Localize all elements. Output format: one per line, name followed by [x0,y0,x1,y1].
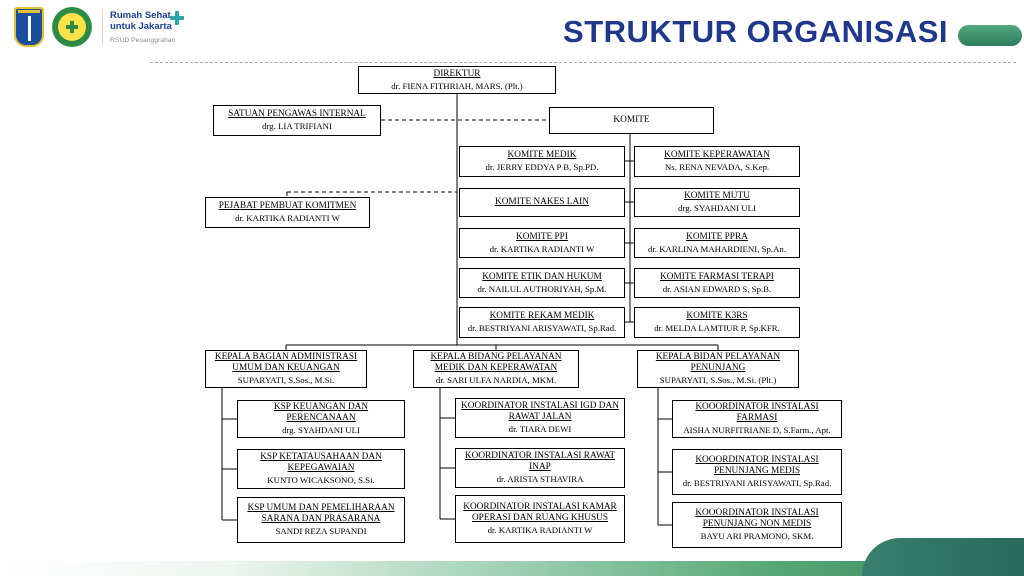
dinkes-logo-icon [52,7,92,47]
box-komite-mutu: KOMITE MUTU drg. SYAHDANI ULI [634,188,800,217]
box-name: dr. BESTRIYANI ARISYAWATI, Sp.Rad. [467,323,617,334]
box-title: KOOORDINATOR INSTALASI PENUNJANG NON MED… [695,508,819,530]
box-title: KOMITE PPI [516,231,568,242]
brand-divider [102,9,103,45]
box-komite-etik-hukum: KOMITE ETIK DAN HUKUM dr. NAILUL AUTHORI… [459,268,625,298]
box-title: KOMITE MEDIK [507,150,577,161]
box-name: dr. FIENA FITHRIAH, MARS. (Plt.) [391,80,523,91]
box-komite-rekam-medik: KOMITE REKAM MEDIK dr. BESTRIYANI ARISYA… [459,307,625,338]
box-name: Ns. RENA NEVADA, S.Kep. [664,162,770,173]
box-name: dr. KARTIKA RADIANTI W [489,243,595,254]
box-komite-nakes-lain: KOMITE NAKES LAIN [459,188,625,217]
box-koordinator-penunjang-medis: KOOORDINATOR INSTALASI PENUNJANG MEDIS d… [672,449,842,495]
box-title: KSP KETATAUSAHAAN DAN KEPEGAWAIAN [260,452,382,474]
box-komite-medik: KOMITE MEDIK dr. JERRY EDDYA P B, Sp.PD. [459,146,625,177]
box-koordinator-kamar-operasi: KOORDINATOR INSTALASI KAMAR OPERASI DAN … [455,495,625,543]
box-name: SANDI REZA SUPANDI [275,526,367,537]
box-title: SATUAN PENGAWAS INTERNAL [228,109,366,120]
footer-gradient-bar [0,561,1024,576]
box-title: KOOORDINATOR INSTALASI PENUNJANG MEDIS [695,455,819,477]
box-title: KOORDINATOR INSTALASI IGD DAN RAWAT JALA… [461,401,619,423]
box-satuan-pengawas-internal: SATUAN PENGAWAS INTERNAL drg. LIA TRIFIA… [213,105,381,136]
box-koordinator-penunjang-non-medis: KOOORDINATOR INSTALASI PENUNJANG NON MED… [672,502,842,548]
box-title: KOMITE ETIK DAN HUKUM [482,271,602,282]
brand-line2: untuk Jakarta [110,21,172,33]
medical-cross-icon [170,11,184,25]
page-title: STRUKTUR ORGANISASI [563,14,948,49]
box-title: KSP UMUM DAN PEMELIHARAAN SARANA DAN PRA… [247,503,395,525]
box-koordinator-farmasi: KOOORDINATOR INSTALASI FARMASI AISHA NUR… [672,400,842,438]
box-title: KEPALA BIDAN PELAYANAN PENUNJANG [655,352,781,374]
box-name: dr. TIARA DEWI [508,424,572,435]
box-title: KOMITE KEPERAWATAN [664,150,770,161]
box-direktur: DIREKTUR dr. FIENA FITHRIAH, MARS. (Plt.… [358,66,556,94]
box-kepala-pelayanan-medik: KEPALA BIDANG PELAYANAN MEDIK DAN KEPERA… [413,350,579,388]
box-name: KUNTO WICAKSONO, S.Si. [267,475,375,486]
box-name: dr. ARISTA STHAVIRA [496,474,584,485]
brand-line1: Rumah Sehat [110,10,171,21]
box-title: KOORDINATOR INSTALASI RAWAT INAP [464,451,616,473]
box-title: KOOORDINATOR INSTALASI FARMASI [695,402,819,424]
box-title: KEPALA BIDANG PELAYANAN MEDIK DAN KEPERA… [430,352,562,374]
box-title: KOMITE NAKES LAIN [495,197,589,208]
box-koordinator-rawat-inap: KOORDINATOR INSTALASI RAWAT INAP dr. ARI… [455,448,625,488]
box-ksp-keuangan: KSP KEUANGAN DAN PERENCANAAN drg. SYAHDA… [237,400,405,438]
box-name: dr. KARTIKA RADIANTI W [487,525,593,536]
box-name: drg. SYAHDANI ULI [282,425,360,436]
box-ksp-umum: KSP UMUM DAN PEMELIHARAAN SARANA DAN PRA… [237,497,405,543]
box-name: dr. NAILUL AUTHORIYAH, Sp.M. [477,283,607,294]
box-title: KOORDINATOR INSTALASI KAMAR OPERASI DAN … [463,502,617,524]
box-name: BAYU ARI PRAMONO, SKM. [700,531,814,542]
box-komite-ppi: KOMITE PPI dr. KARTIKA RADIANTI W [459,228,625,258]
box-kepala-pelayanan-penunjang: KEPALA BIDAN PELAYANAN PENUNJANG SUPARYA… [637,350,799,388]
box-title: PEJABAT PEMBUAT KOMITMEN [218,201,357,212]
box-komite: KOMITE [549,107,714,134]
box-title: KOMITE FARMASI TERAPI [660,271,774,282]
box-name: SUPARYATI, S.Sos., M.Si. [237,375,335,386]
box-name: dr. ASIAN EDWARD S, Sp.B. [662,283,772,294]
header-divider [150,62,1016,63]
box-kepala-administrasi: KEPALA BAGIAN ADMINISTRASI UMUM DAN KEUA… [205,350,367,388]
box-komite-k3rs: KOMITE K3RS dr. MELDA LAMTIUR P, Sp.KFR. [634,307,800,338]
box-title: KOMITE [613,115,650,126]
box-name: drg. SYAHDANI ULI [678,203,756,214]
box-name: drg. LIA TRIFIANI [262,121,332,132]
box-pejabat-pembuat-komitmen: PEJABAT PEMBUAT KOMITMEN dr. KARTIKA RAD… [205,197,370,228]
box-ksp-ketatausahaan: KSP KETATAUSAHAAN DAN KEPEGAWAIAN KUNTO … [237,449,405,489]
box-name: dr. KARLINA MAHARDIENI, Sp.An. [647,243,787,254]
box-komite-ppra: KOMITE PPRA dr. KARLINA MAHARDIENI, Sp.A… [634,228,800,258]
box-komite-farmasi-terapi: KOMITE FARMASI TERAPI dr. ASIAN EDWARD S… [634,268,800,298]
box-name: dr. JERRY EDDYA P B, Sp.PD. [485,162,599,173]
box-name: dr. BESTRIYANI ARISYAWATI, Sp.Rad. [682,478,832,489]
box-name: dr. SARI ULFA NARDIA, MKM. [435,375,557,386]
box-komite-keperawatan: KOMITE KEPERAWATAN Ns. RENA NEVADA, S.Ke… [634,146,800,177]
box-title: KOMITE MUTU [684,191,750,202]
brand-block: Rumah Sehat untuk Jakarta RSUD Pesanggra… [110,10,175,44]
box-title: KOMITE K3RS [686,311,748,322]
box-title: KOMITE PPRA [686,231,748,242]
brand-subtitle: RSUD Pesanggrahan [110,36,176,44]
box-name: dr. KARTIKA RADIANTI W [235,213,340,224]
box-name: SUPARYATI, S.Sos., M.Si. (Plt.) [659,375,777,386]
box-title: KSP KEUANGAN DAN PERENCANAAN [273,402,369,424]
jakarta-emblem-icon [14,7,44,47]
box-title: DIREKTUR [433,68,481,79]
box-title: KOMITE REKAM MEDIK [489,311,595,322]
box-name: AISHA NURFITRIANE D, S.Farm., Apt. [683,425,831,436]
title-accent-bar [958,25,1022,46]
box-title: KEPALA BAGIAN ADMINISTRASI UMUM DAN KEUA… [214,352,358,374]
box-koordinator-igd-rawat-jalan: KOORDINATOR INSTALASI IGD DAN RAWAT JALA… [455,398,625,438]
green-cross-icon [66,21,78,33]
footer-corner-shape [862,538,1024,576]
box-name: dr. MELDA LAMTIUR P, Sp.KFR. [654,323,780,334]
